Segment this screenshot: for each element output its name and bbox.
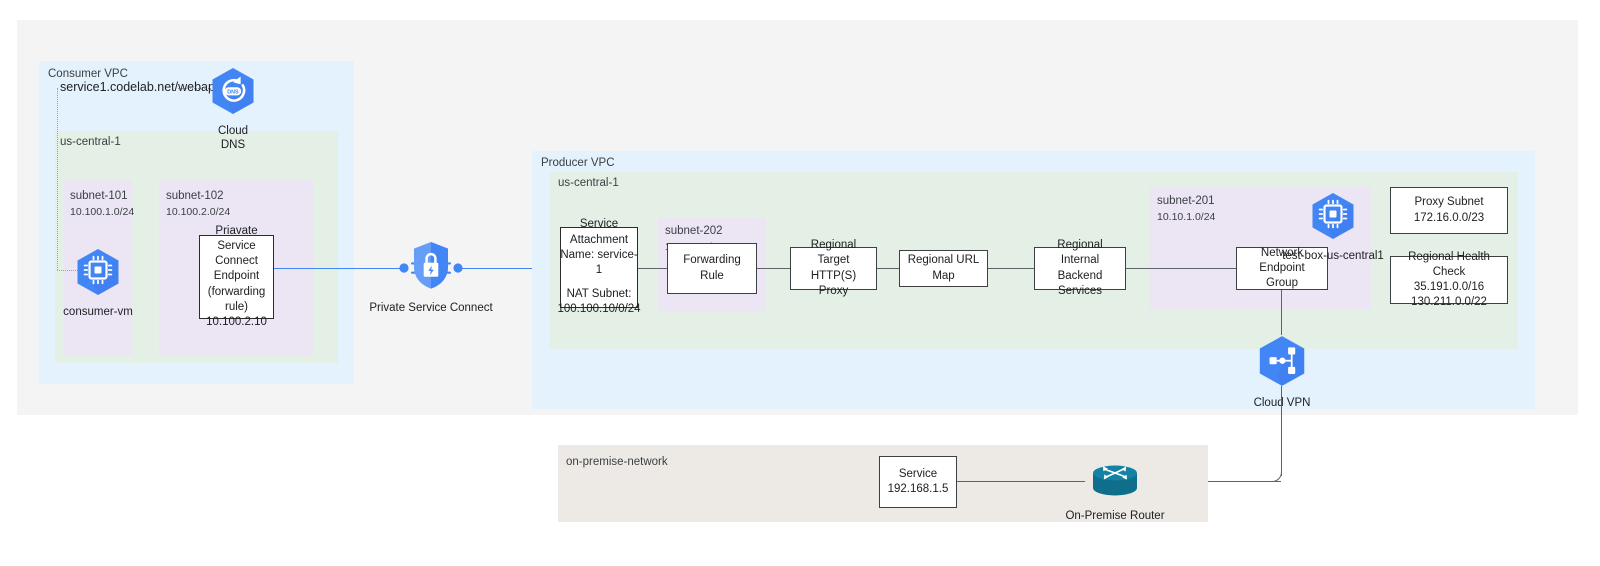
connector-sa-to-fr <box>638 268 667 270</box>
service-attachment-line3: Name: service-1 <box>560 248 638 276</box>
connector-fr-to-proxy <box>757 268 790 270</box>
regional-backend-services-line1: Regional Internal <box>1057 239 1103 267</box>
test-box-label: test-box-us-central1 <box>1282 250 1384 262</box>
network-endpoint-group-box[interactable]: Network Endpoint Group <box>1236 247 1328 290</box>
connector-urlmap-to-backend <box>988 268 1034 270</box>
psc-endpoint-box[interactable]: Priavate Service Connect Endpoint (forwa… <box>199 225 274 328</box>
connector-proxy-to-urlmap <box>877 268 899 270</box>
dns-path-to-dns <box>178 88 211 89</box>
service-attachment-line5: 100.100.10/0/24 <box>557 303 641 316</box>
on-premise-router-node[interactable]: On-Premise Router <box>1065 460 1165 523</box>
psc-link-left <box>274 268 408 270</box>
regional-backend-services-box[interactable]: Regional Internal Backend Services <box>1034 239 1126 297</box>
dns-url-label: service1.codelab.net/webapp <box>60 80 222 94</box>
connector-neg-to-vpn <box>1281 290 1283 335</box>
subnet-102-label: subnet-102 10.100.2.0/24 <box>166 188 230 220</box>
on-premise-service-box[interactable]: Service 192.168.1.5 <box>879 456 957 508</box>
on-premise-service-line1: Service <box>898 467 938 480</box>
dns-path-vertical <box>57 88 58 270</box>
health-check-line2: 35.191.0.0/16 <box>1413 281 1485 293</box>
svg-text:DNS: DNS <box>227 90 239 96</box>
producer-region-label: us-central-1 <box>558 177 619 189</box>
cloud-dns-label-line1: Cloud <box>217 125 249 137</box>
test-box-node[interactable]: test-box-us-central1 <box>1282 192 1384 263</box>
forwarding-rule-box[interactable]: Forwarding Rule <box>667 243 757 294</box>
compute-vm-icon <box>1311 192 1355 245</box>
dns-path-to-vm <box>57 270 94 271</box>
cloud-vpn-icon <box>1255 335 1309 392</box>
service-attachment-line1: Service <box>579 218 619 231</box>
proxy-subnet-box[interactable]: Proxy Subnet 172.16.0.0/23 <box>1390 187 1508 234</box>
service-attachment-box[interactable]: Service Attachment Name: service-1 NAT S… <box>557 218 640 315</box>
regional-target-proxy-line1: Regional Target <box>810 239 857 267</box>
subnet-101-label: subnet-101 10.100.1.0/24 <box>70 188 134 220</box>
regional-health-check-box[interactable]: Regional Health Check 35.191.0.0/16 130.… <box>1390 251 1508 308</box>
connector-vpn-down <box>1281 386 1283 476</box>
consumer-vpc-label: Consumer VPC <box>48 68 128 80</box>
proxy-subnet-line1: Proxy Subnet <box>1414 196 1484 209</box>
subnet-201-label: subnet-201 10.10.1.0/24 <box>1157 193 1215 225</box>
private-service-connect-shield-icon <box>399 240 463 297</box>
regional-target-proxy-box[interactable]: Regional Target HTTP(S) Proxy <box>790 239 877 297</box>
cloud-dns-label: Cloud DNS <box>218 124 248 153</box>
on-premise-service-line2: 192.168.1.5 <box>887 483 949 495</box>
psc-endpoint-line3: (forwarding rule) <box>207 285 266 313</box>
subnet-102-name: subnet-102 <box>166 190 224 202</box>
compute-vm-icon <box>76 248 120 301</box>
cloud-dns-icon: DNS <box>211 67 255 120</box>
subnet-101-name: subnet-101 <box>70 190 128 202</box>
cloud-dns-node[interactable]: DNS Cloud DNS <box>205 67 261 153</box>
subnet-101-cidr: 10.100.1.0/24 <box>70 205 135 218</box>
network-endpoint-group-line1: Network Endpoint <box>1259 246 1305 274</box>
connector-vpn-to-router <box>1148 481 1281 483</box>
private-service-connect-node[interactable]: Private Service Connect <box>369 240 493 315</box>
subnet-201-name: subnet-201 <box>1157 195 1215 207</box>
on-premise-router-label: On-Premise Router <box>1065 510 1165 522</box>
psc-endpoint-line4: 10.100.2.10 <box>206 315 267 328</box>
network-endpoint-group-line2: Group <box>1266 277 1298 290</box>
consumer-vm-label: consumer-vm <box>63 306 133 318</box>
health-check-line3: 130.211.0.0/22 <box>1411 296 1487 309</box>
proxy-subnet-line2: 172.16.0.0/23 <box>1413 211 1485 224</box>
psc-endpoint-line1: Priavate Service <box>215 224 258 253</box>
connector-service-to-router <box>957 481 1085 483</box>
on-premise-router-icon <box>1085 460 1145 505</box>
subnet-102-cidr: 10.100.2.0/24 <box>166 205 231 218</box>
psc-endpoint-line2: Connect Endpoint <box>213 255 260 283</box>
psc-link-right <box>455 268 560 270</box>
consumer-vm-node[interactable]: consumer-vm <box>63 248 133 319</box>
regional-url-map-box[interactable]: Regional URL Map <box>899 250 988 287</box>
connector-backend-to-neg <box>1126 268 1236 270</box>
on-premise-network-label: on-premise-network <box>566 456 668 468</box>
cloud-vpn-node[interactable]: Cloud VPN <box>1254 335 1310 410</box>
subnet-201-cidr: 10.10.1.0/24 <box>1157 210 1216 223</box>
subnet-202-name: subnet-202 <box>665 225 723 237</box>
producer-vpc-label: Producer VPC <box>541 157 615 169</box>
service-attachment-line4: NAT Subnet: <box>566 288 632 301</box>
regional-backend-services-line2: Backend Services <box>1057 269 1103 297</box>
private-service-connect-label: Private Service Connect <box>369 302 493 314</box>
regional-target-proxy-line2: HTTP(S) Proxy <box>810 269 857 297</box>
health-check-line1: Regional Health Check <box>1408 250 1490 278</box>
regional-url-map-label: Regional URL Map <box>907 254 980 282</box>
service-attachment-line2: Attachment <box>569 233 629 246</box>
forwarding-rule-label: Forwarding Rule <box>683 254 741 282</box>
cloud-dns-label-line2: DNS <box>220 139 246 152</box>
consumer-region-label: us-central-1 <box>60 136 121 148</box>
